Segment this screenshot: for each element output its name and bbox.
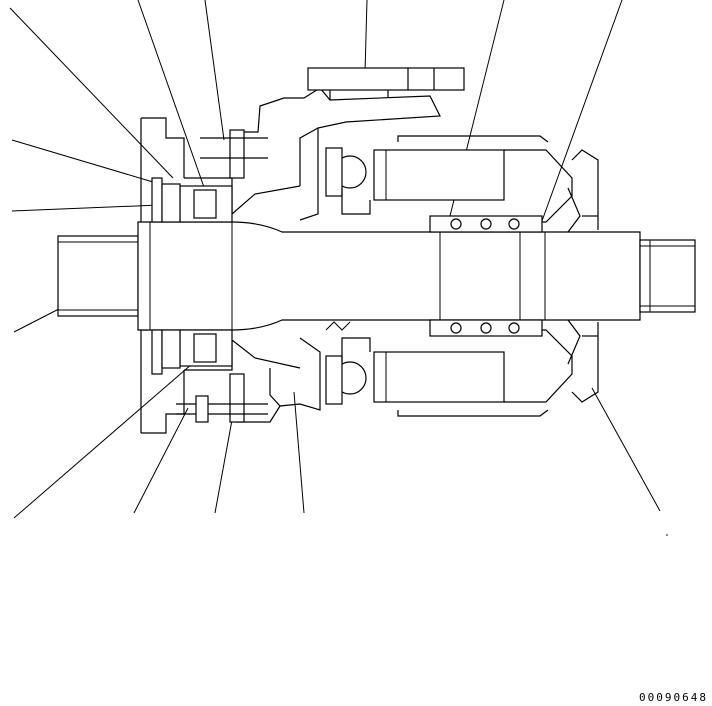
leader-line [364,0,368,73]
piston-lower [325,329,573,417]
leader-line [133,407,189,514]
leader-line [293,391,305,514]
leader-line [204,0,225,141]
piston-upper [325,135,573,223]
leader-line [537,0,623,233]
leader-line [9,7,174,179]
leader-line [11,139,154,183]
figure-id-number: 00090648 [639,691,708,704]
spring-retainer [325,215,543,337]
leader-lines [9,0,661,519]
leader-line [591,387,661,512]
leader-line [137,0,206,191]
port-block [307,67,465,100]
rear-end-cover [567,149,599,403]
drive-shaft [57,221,696,331]
dot-mark [666,534,668,536]
leader-line [13,337,223,519]
leader-line [11,204,161,212]
front-bearing [151,177,233,375]
bolts [176,129,268,423]
